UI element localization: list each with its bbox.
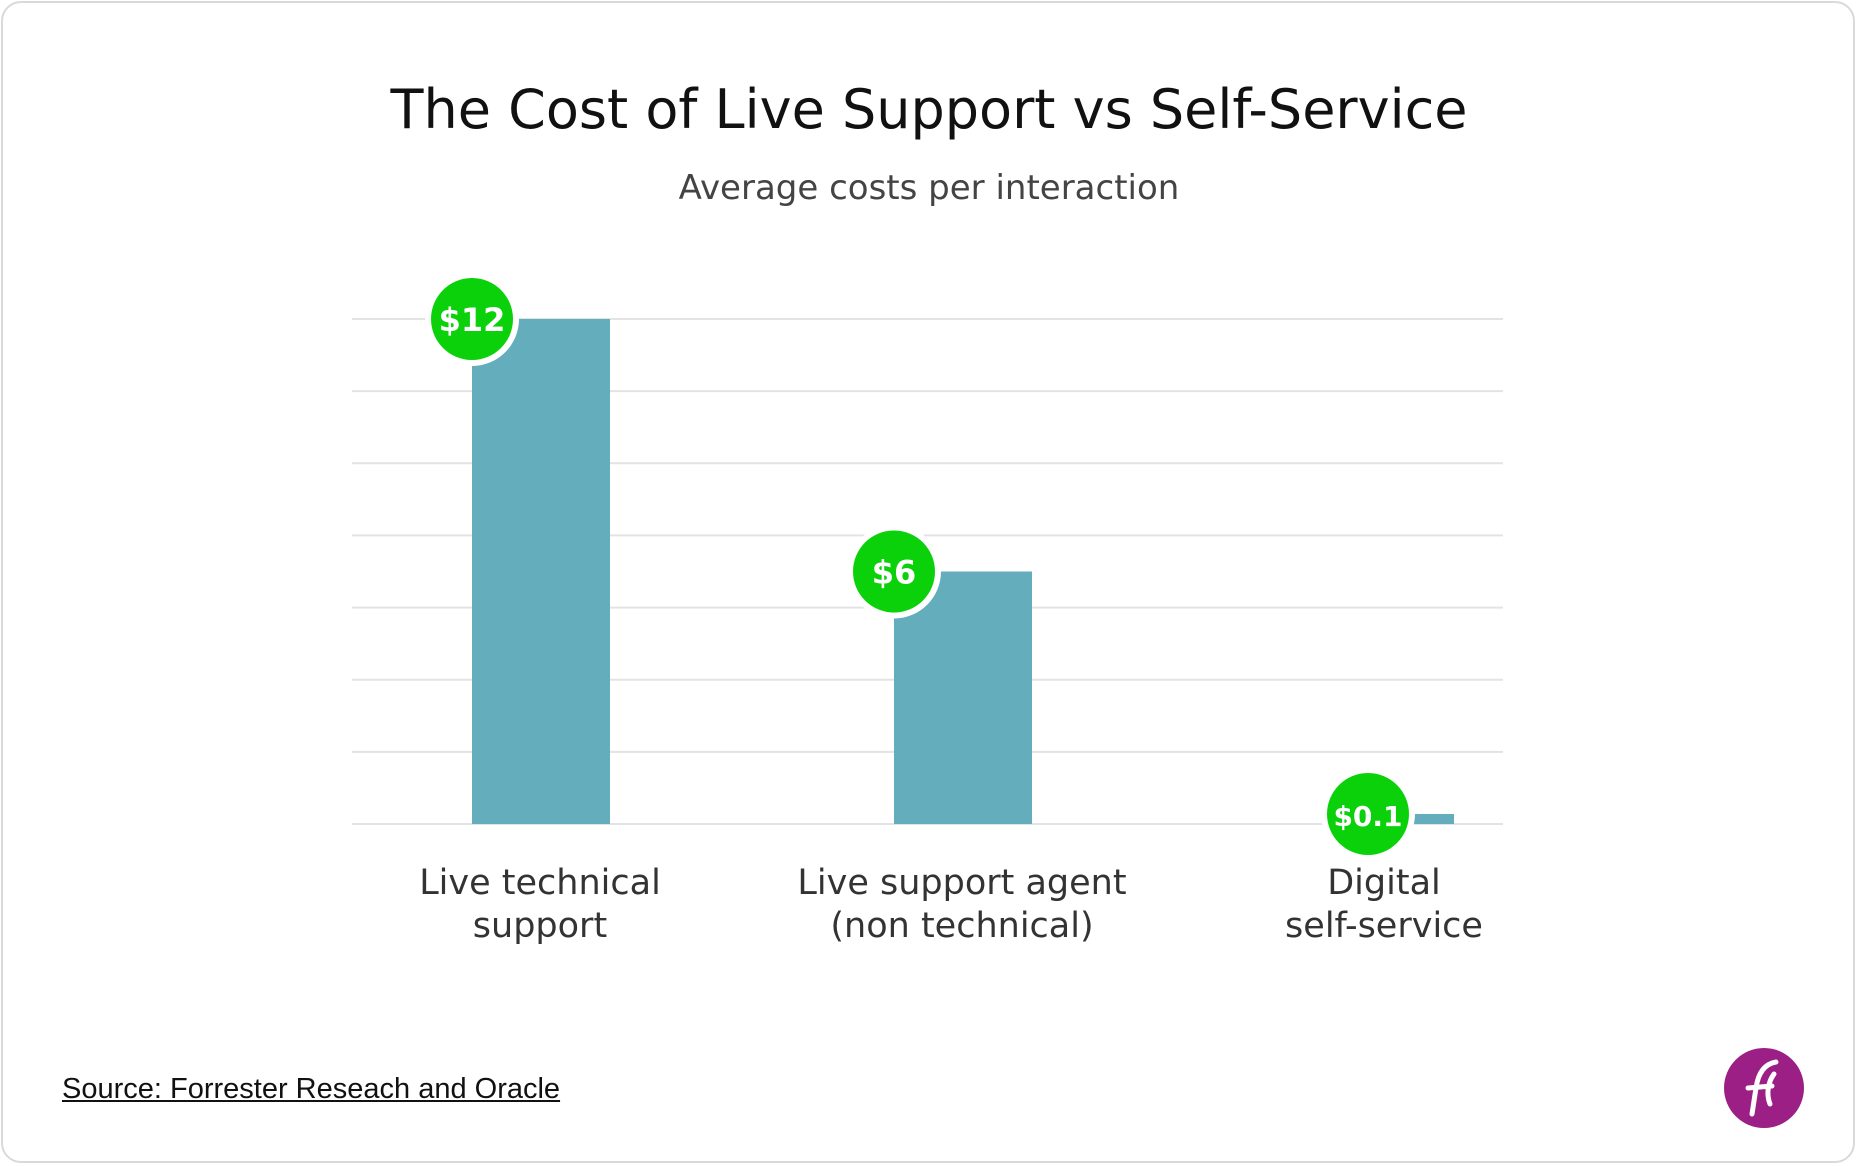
feather-f-icon [1745, 1059, 1779, 1117]
chart-subtitle: Average costs per interaction [678, 168, 1180, 208]
bar-0 [472, 319, 610, 824]
category-label-1: Live support agent (non technical) [797, 863, 1127, 946]
category-label-0: Live technical support [419, 863, 661, 946]
value-label-2: $0.1 [1333, 800, 1402, 833]
chart-title: The Cost of Live Support vs Self-Service [390, 78, 1468, 141]
value-badge-1 [853, 530, 935, 613]
value-label-0: $12 [439, 301, 506, 339]
source-link[interactable]: Source: Forrester Reseach and Oracle [62, 1073, 561, 1105]
value-badge-2 [1327, 773, 1409, 855]
value-badge-0 [431, 278, 513, 360]
brand-logo [1724, 1048, 1804, 1128]
value-label-1: $6 [872, 554, 917, 592]
bar-1 [894, 571, 1032, 824]
category-label-2: Digital self-service [1285, 863, 1483, 946]
